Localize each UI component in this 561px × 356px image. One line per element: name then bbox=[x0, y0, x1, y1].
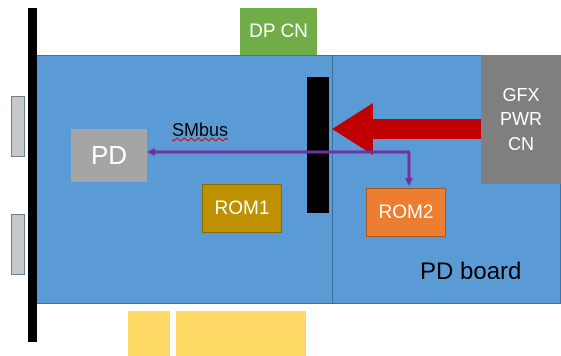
rom1-chip: ROM1 bbox=[202, 184, 282, 233]
power-connector-bar bbox=[307, 77, 329, 213]
gfx-label-line1: GFX bbox=[502, 85, 540, 106]
rom2-chip: ROM2 bbox=[366, 188, 446, 237]
gfx-label-line2: PWR bbox=[500, 109, 542, 130]
edge-connector-finger-right bbox=[176, 311, 306, 356]
gfx-power-connector: GFX PWR CN bbox=[481, 55, 561, 184]
pd-chip: PD bbox=[71, 129, 147, 182]
bracket-tab-top bbox=[11, 96, 25, 157]
board-divider-line bbox=[332, 55, 333, 304]
power-flow-arrow bbox=[332, 103, 481, 155]
gfx-label-line3: CN bbox=[508, 133, 534, 154]
pd-board-label: PD board bbox=[420, 258, 522, 285]
bracket-tab-bottom bbox=[11, 214, 25, 275]
edge-connector-finger-left bbox=[128, 311, 170, 356]
smbus-label: SMbus bbox=[172, 120, 229, 140]
io-bracket bbox=[28, 8, 37, 342]
dp-connector: DP CN bbox=[240, 8, 317, 55]
